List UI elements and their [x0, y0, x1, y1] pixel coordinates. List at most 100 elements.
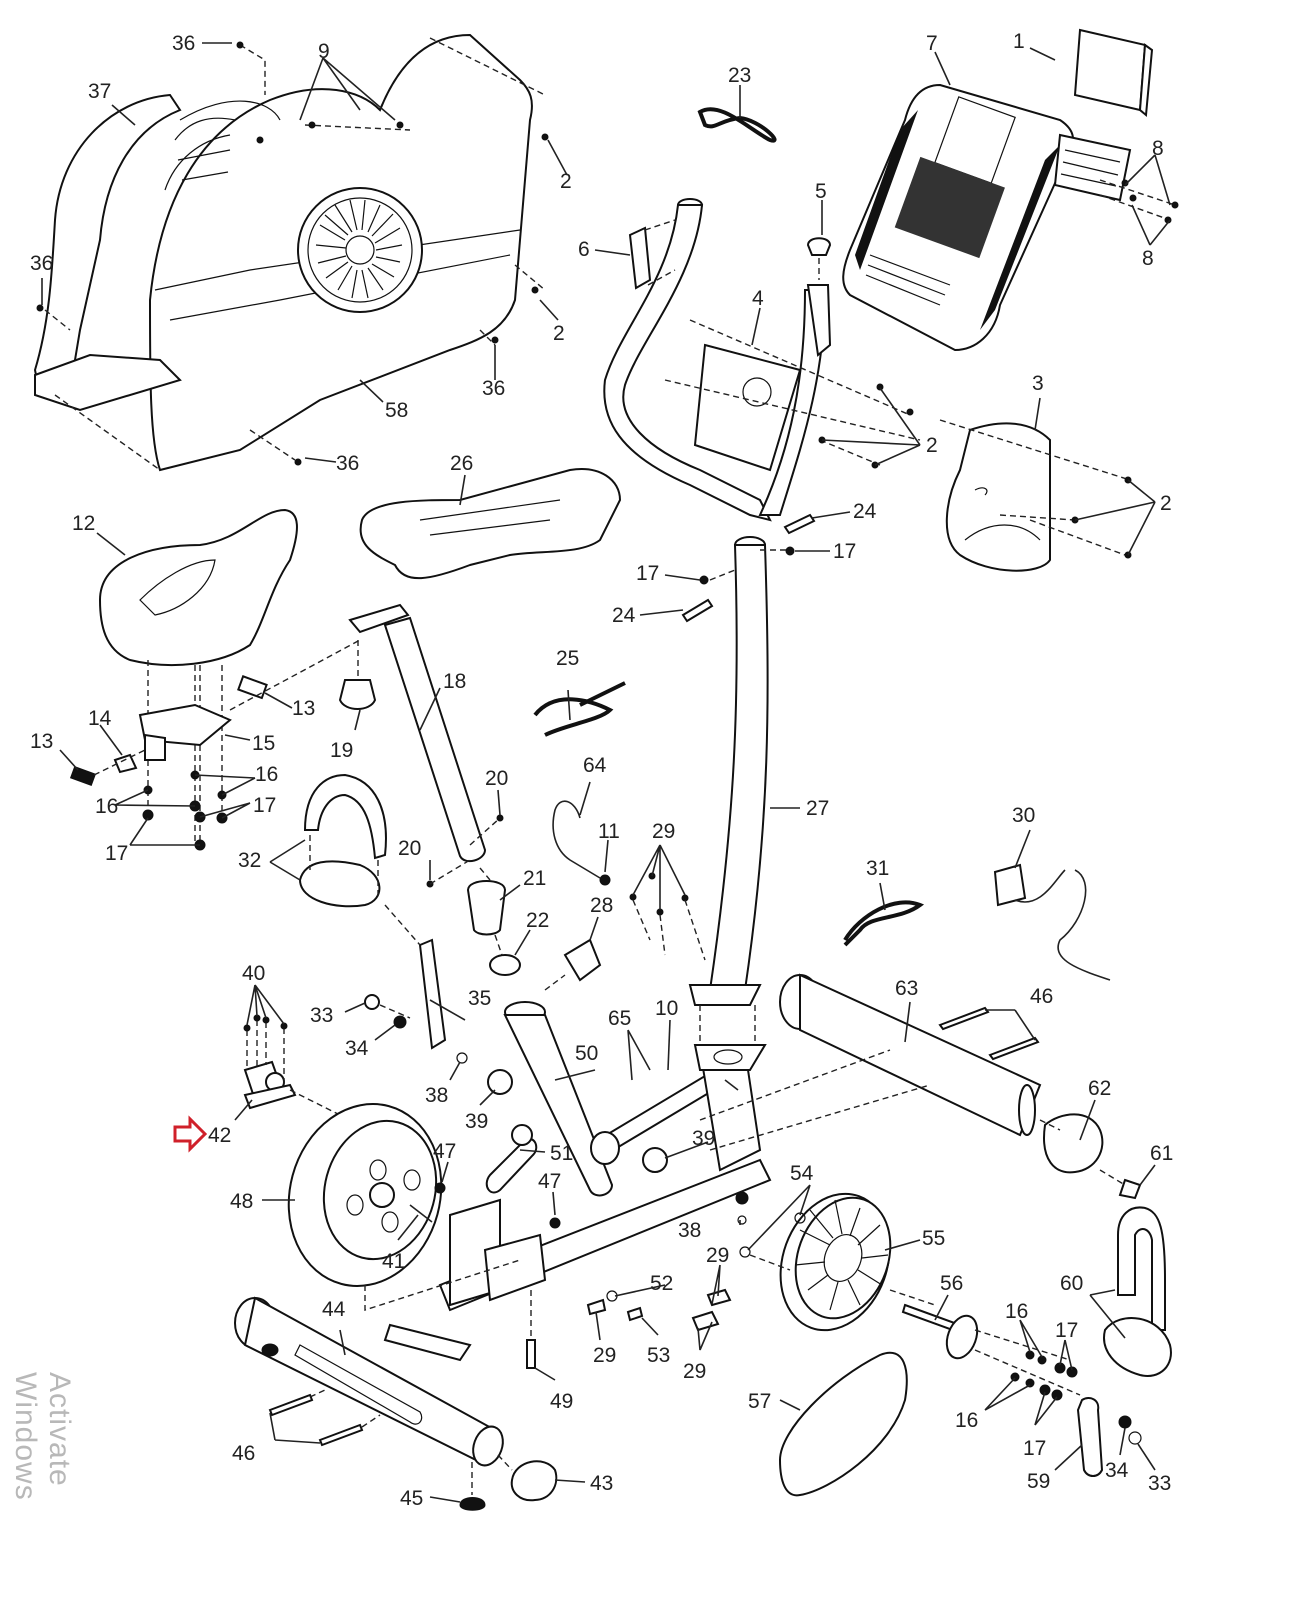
label-43: 43 — [590, 1472, 613, 1495]
label-57: 57 — [748, 1390, 771, 1413]
label-54: 54 — [790, 1162, 814, 1185]
label-17: 17 — [833, 540, 856, 563]
part-63-stabilizer — [779, 973, 1042, 1137]
label-13: 13 — [30, 730, 53, 753]
label-29: 29 — [593, 1344, 616, 1367]
label-37: 37 — [88, 80, 111, 103]
label-38: 38 — [678, 1219, 701, 1242]
part-60-pedal — [1103, 1206, 1172, 1377]
label-64: 64 — [583, 754, 607, 777]
label-28: 28 — [590, 894, 613, 917]
label-8: 8 — [1152, 137, 1164, 160]
label-1: 1 — [1013, 30, 1025, 53]
label-20: 20 — [398, 837, 421, 860]
label-11: 11 — [598, 820, 620, 843]
part-61-bolt — [1118, 1178, 1142, 1200]
part-26-rail-cover — [359, 468, 622, 580]
label-21: 21 — [523, 867, 546, 890]
label-10: 10 — [655, 997, 678, 1020]
label-30: 30 — [1012, 804, 1035, 827]
part-1-tablet-holder — [1053, 28, 1154, 202]
label-4: 4 — [752, 287, 764, 310]
label-65: 65 — [608, 1007, 631, 1030]
label-31: 31 — [866, 857, 889, 880]
part-12-seat — [98, 508, 298, 666]
label-17: 17 — [105, 842, 128, 865]
part-48-flywheel — [287, 1103, 443, 1287]
part-50-frame — [383, 1001, 772, 1362]
part-25-wire — [533, 681, 626, 737]
label-47: 47 — [538, 1170, 561, 1193]
part-64-wire — [552, 800, 601, 879]
label-3: 3 — [1032, 372, 1044, 395]
label-16: 16 — [1005, 1300, 1028, 1323]
label-24: 24 — [612, 604, 636, 627]
label-33: 33 — [310, 1004, 333, 1027]
part-22-bushing — [489, 954, 521, 976]
label-35: 35 — [468, 987, 491, 1010]
label-2: 2 — [926, 434, 938, 457]
part-57-belt — [778, 1351, 908, 1497]
label-56: 56 — [940, 1272, 963, 1295]
label-2: 2 — [553, 322, 565, 345]
label-34: 34 — [345, 1037, 369, 1060]
label-32: 32 — [238, 849, 261, 872]
part-51-idler — [485, 1137, 538, 1194]
part-30-adapter — [993, 863, 1111, 981]
label-36: 36 — [172, 32, 195, 55]
label-55: 55 — [922, 1227, 945, 1250]
label-41: 41 — [382, 1250, 405, 1273]
label-23: 23 — [728, 64, 751, 87]
label-38: 38 — [425, 1084, 448, 1107]
label-5: 5 — [815, 180, 827, 203]
part-42-resistance-motor — [243, 1060, 297, 1110]
part-18-seat-post — [348, 603, 487, 863]
label-39: 39 — [465, 1110, 488, 1133]
label-27: 27 — [806, 797, 829, 820]
label-20: 20 — [485, 767, 508, 790]
label-17: 17 — [253, 794, 276, 817]
label-36: 36 — [482, 377, 505, 400]
part-6-pulse-grip — [628, 226, 652, 290]
part-62-end-cap — [1043, 1113, 1104, 1174]
label-58: 58 — [385, 399, 408, 422]
label-50: 50 — [575, 1042, 598, 1065]
label-13: 13 — [292, 697, 315, 720]
part-39-bearing — [487, 1069, 513, 1095]
label-29: 29 — [706, 1244, 729, 1267]
part-11-sensor — [599, 874, 611, 886]
part-labels: 36 37 9 2 36 2 36 58 36 23 7 1 8 8 5 6 4… — [30, 30, 1173, 1510]
label-25: 25 — [556, 647, 579, 670]
part-19-knob — [338, 679, 377, 710]
handlebar — [603, 198, 832, 522]
label-40: 40 — [242, 962, 265, 985]
part-35-crank-arm — [418, 938, 447, 1050]
label-60: 60 — [1060, 1272, 1083, 1295]
label-16: 16 — [255, 763, 278, 786]
part-56-axle — [901, 1303, 979, 1360]
label-17: 17 — [1055, 1319, 1078, 1342]
label-63: 63 — [895, 977, 918, 1000]
part-3-shroud — [945, 422, 1051, 572]
label-29: 29 — [652, 820, 675, 843]
label-36: 36 — [30, 252, 53, 275]
leader-lines — [41, 42, 1171, 1503]
label-49: 49 — [550, 1390, 573, 1413]
part-44-front-stabilizer — [234, 1296, 504, 1467]
part-5-cap — [806, 237, 832, 256]
label-16: 16 — [95, 795, 118, 818]
activate-windows-watermark: Activate Windows — [9, 1372, 76, 1501]
part-58-shroud — [148, 33, 533, 472]
label-36: 36 — [336, 452, 359, 475]
label-42: 42 — [208, 1124, 231, 1147]
label-46: 46 — [232, 1442, 255, 1465]
part-23-wire — [697, 107, 777, 143]
label-9: 9 — [318, 40, 330, 63]
label-62: 62 — [1088, 1077, 1111, 1100]
label-2: 2 — [1160, 492, 1172, 515]
label-8: 8 — [1142, 247, 1154, 270]
label-59: 59 — [1027, 1470, 1050, 1493]
part-4-mounting-plate — [693, 343, 802, 472]
part-55-pulley — [779, 1192, 892, 1332]
